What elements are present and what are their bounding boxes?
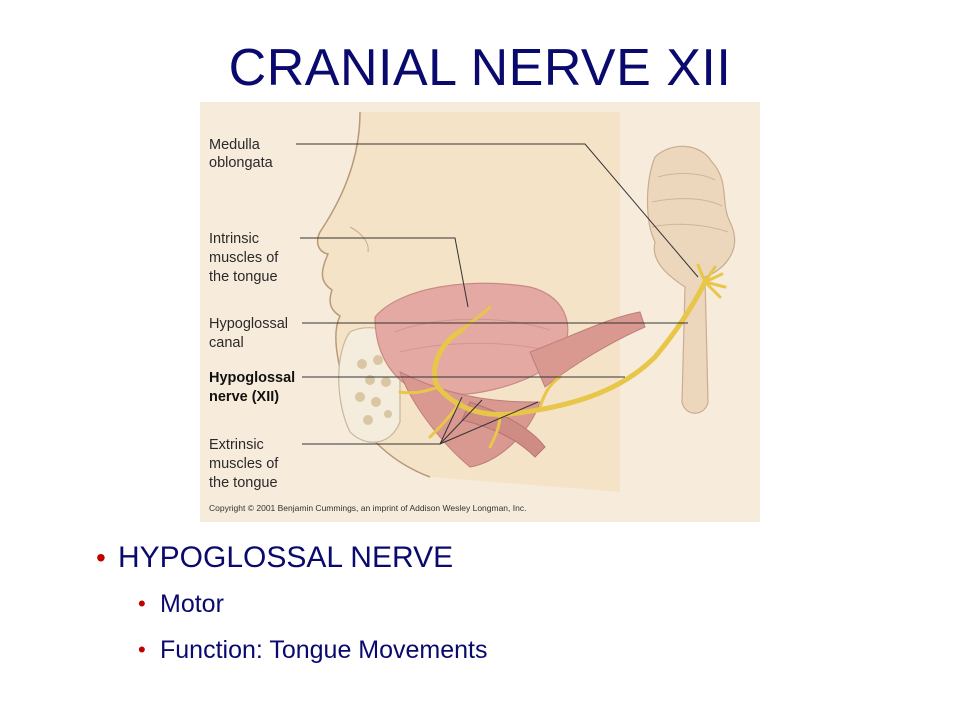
label-intrinsic-1: Intrinsic (209, 231, 259, 247)
nerve-rootlets (696, 263, 727, 299)
bullet-sub-motor: Motor (160, 590, 224, 618)
brainstem (646, 145, 736, 414)
leader-lines (296, 143, 699, 445)
label-nerve-2: nerve (XII) (209, 389, 279, 405)
label-extrinsic-3: the tongue (209, 475, 278, 491)
nerve-branches (398, 305, 562, 449)
pons-folds (651, 173, 729, 233)
bullet-dot-icon: • (96, 542, 106, 573)
label-intrinsic-3: the tongue (209, 269, 278, 285)
tongue-nerve-illustration: Medulla oblongata Intrinsic muscles of t… (200, 102, 760, 522)
label-canal-2: canal (209, 335, 244, 351)
label-canal-1: Hypoglossal (209, 316, 288, 332)
bullet-main: HYPOGLOSSAL NERVE (118, 541, 454, 574)
label-intrinsic-2: muscles of (209, 250, 279, 266)
label-extrinsic-2: muscles of (209, 456, 279, 472)
slide-title: CRANIAL NERVE XII (228, 39, 732, 97)
intrinsic-muscle-striations (394, 318, 551, 353)
bullet-dot-icon: • (138, 591, 146, 616)
label-medulla-2: oblongata (209, 155, 274, 171)
label-extrinsic-1: Extrinsic (209, 437, 264, 453)
figure-copyright: Copyright © 2001 Benjamin Cummings, an i… (209, 503, 526, 513)
bullet-sub-function: Function: Tongue Movements (160, 636, 488, 664)
label-medulla-1: Medulla (209, 137, 261, 153)
bullet-dot-icon: • (138, 637, 146, 662)
anatomy-diagram: Medulla oblongata Intrinsic muscles of t… (200, 102, 760, 522)
styloglossus-muscle (529, 311, 646, 388)
label-nerve-1: Hypoglossal (209, 370, 295, 386)
